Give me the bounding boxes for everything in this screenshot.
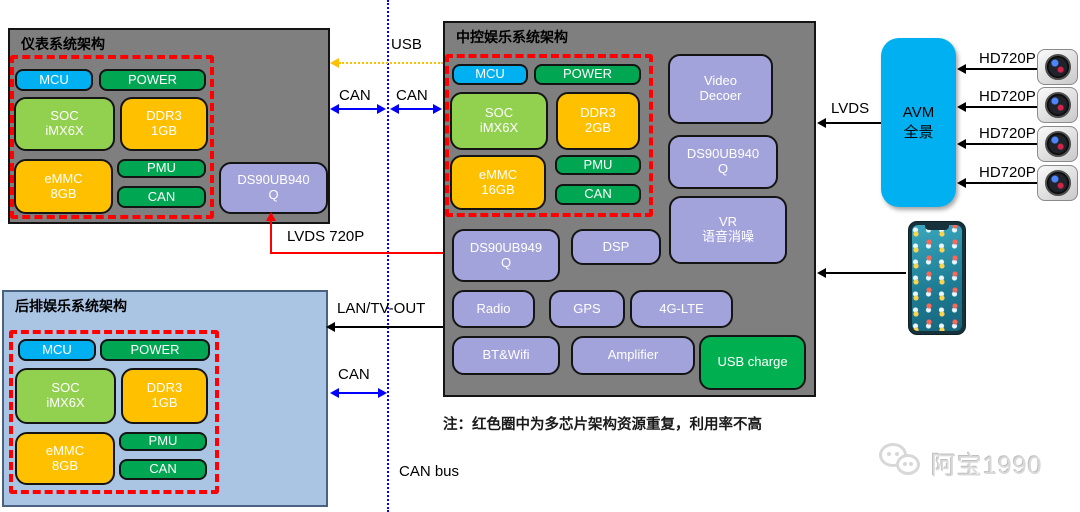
smartphone-notch: [925, 225, 949, 230]
lvds-720p-horizontal-line: [270, 252, 443, 254]
center-gps-block: GPS: [549, 290, 625, 328]
can-rear-arrowhead-icon: [378, 388, 387, 398]
rear-redundancy-outline: [9, 330, 219, 494]
camera-arrow-line: [966, 143, 1038, 145]
center-usb-charge-block: USB charge: [699, 335, 806, 390]
footnote: 注：红色圈中为多芯片架构资源重复，利用率不高: [443, 417, 762, 433]
camera-arrowhead-icon: [957, 139, 966, 149]
wechat-bubble-icon: [896, 454, 920, 475]
camera-lens-icon: [1044, 92, 1071, 118]
smartphone-image: [908, 221, 966, 335]
center-dsp-block: DSP: [571, 229, 661, 265]
rear-pmu-block: PMU: [119, 432, 207, 451]
instrument-redundancy-outline: [10, 55, 214, 219]
lvds-arrow-line: [826, 122, 881, 124]
phone-arrow-line: [826, 272, 906, 274]
camera-arrowhead-icon: [957, 178, 966, 188]
wechat-icon: [879, 443, 929, 483]
can-bus-label: CAN bus: [399, 463, 460, 480]
can-right-arrow-line: [398, 108, 433, 110]
camera-lens-icon: [1044, 170, 1071, 196]
center-emmc-block: eMMC 16GB: [450, 155, 546, 210]
watermark-text: 阿宝1990: [931, 452, 1043, 480]
lvds-arrowhead-icon: [817, 118, 826, 128]
instrument-emmc-block: eMMC 8GB: [14, 159, 113, 214]
can-left-label: CAN: [339, 87, 371, 104]
hd720p-label: HD720P: [979, 125, 1036, 142]
can-left-arrowhead-icon: [330, 104, 339, 114]
center-pmu-block: PMU: [555, 155, 641, 175]
instrument-soc-block: SOC iMX6X: [14, 97, 115, 151]
rear-power-block: POWER: [100, 339, 210, 361]
smartphone-screen: [912, 225, 962, 331]
camera-arrow-line: [966, 68, 1038, 70]
center-power-block: POWER: [534, 64, 641, 85]
rear-system-box: 后排娱乐系统架构 MCU POWER SOC iMX6X DDR3 1GB eM…: [2, 290, 328, 507]
camera-icon: [1037, 126, 1078, 162]
center-soc-block: SOC iMX6X: [450, 92, 548, 150]
instrument-ddr3-block: DDR3 1GB: [120, 97, 208, 151]
rear-ddr3-block: DDR3 1GB: [121, 368, 208, 424]
center-amplifier-block: Amplifier: [571, 336, 695, 375]
rear-title: 后排娱乐系统架构: [15, 298, 127, 314]
center-system-box: 中控娱乐系统架构 MCU POWER SOC iMX6X DDR3 2GB eM…: [443, 21, 816, 397]
instrument-pmu-block: PMU: [117, 159, 206, 178]
camera-icon: [1037, 165, 1078, 201]
can-right-arrowhead-icon: [433, 104, 442, 114]
usb-label: USB: [391, 36, 422, 53]
lvds-720p-arrowhead-icon: [266, 212, 276, 221]
lvds-720p-label: LVDS 720P: [287, 228, 365, 245]
can-rear-arrowhead-icon: [330, 388, 339, 398]
usb-arrow-line: [339, 62, 443, 64]
instrument-power-block: POWER: [99, 69, 206, 91]
can-rear-arrow-line: [338, 392, 379, 394]
can-rear-label: CAN: [338, 366, 370, 383]
avm-panorama-box: AVM 全景: [881, 38, 956, 207]
can-left-arrow-line: [338, 108, 377, 110]
rear-soc-block: SOC iMX6X: [15, 368, 116, 424]
lvds-720p-vertical-line: [270, 220, 272, 254]
instrument-can-block: CAN: [117, 186, 206, 208]
usb-arrowhead-icon: [330, 58, 339, 68]
lvds-label: LVDS: [831, 100, 870, 117]
center-ddr3-block: DDR3 2GB: [556, 92, 640, 150]
can-bus-dotted-line: [387, 0, 389, 512]
can-left-arrowhead-icon: [377, 104, 386, 114]
instrument-mcu-block: MCU: [15, 69, 93, 91]
lan-tv-out-label: LAN/TV-OUT: [337, 300, 426, 317]
lan-tv-out-arrow-line: [335, 326, 443, 328]
center-bt-wifi-block: BT&Wifi: [452, 336, 560, 375]
camera-arrowhead-icon: [957, 64, 966, 74]
center-serdes949-block: DS90UB949 Q: [452, 229, 560, 282]
camera-icon: [1037, 49, 1078, 85]
can-right-label: CAN: [396, 87, 428, 104]
rear-can-block: CAN: [119, 459, 207, 480]
hd720p-label: HD720P: [979, 164, 1036, 181]
rear-emmc-block: eMMC 8GB: [15, 432, 115, 485]
center-video-decoder-block: Video Decoer: [668, 54, 773, 124]
camera-lens-icon: [1044, 131, 1071, 157]
instrument-system-box: 仪表系统架构 MCU POWER SOC iMX6X DDR3 1GB eMMC…: [8, 28, 330, 224]
center-serdes940-block: DS90UB940 Q: [668, 135, 778, 189]
center-mcu-block: MCU: [452, 64, 528, 85]
instrument-title: 仪表系统架构: [21, 36, 105, 52]
camera-lens-icon: [1044, 54, 1071, 80]
phone-arrowhead-icon: [817, 268, 826, 278]
rear-mcu-block: MCU: [18, 339, 96, 361]
center-radio-block: Radio: [452, 290, 535, 328]
center-can-block: CAN: [555, 184, 641, 205]
center-vr-block: VR 语音消噪: [669, 196, 787, 264]
center-redundancy-outline: [445, 54, 653, 217]
can-right-arrowhead-icon: [390, 104, 399, 114]
camera-icon: [1037, 87, 1078, 123]
camera-arrow-line: [966, 106, 1038, 108]
hd720p-label: HD720P: [979, 88, 1036, 105]
camera-arrow-line: [966, 182, 1038, 184]
instrument-serdes-block: DS90UB940 Q: [219, 162, 328, 214]
center-4g-lte-block: 4G-LTE: [630, 290, 733, 328]
center-title: 中控娱乐系统架构: [456, 29, 568, 45]
lan-tv-out-arrowhead-icon: [326, 322, 335, 332]
hd720p-label: HD720P: [979, 50, 1036, 67]
camera-arrowhead-icon: [957, 102, 966, 112]
